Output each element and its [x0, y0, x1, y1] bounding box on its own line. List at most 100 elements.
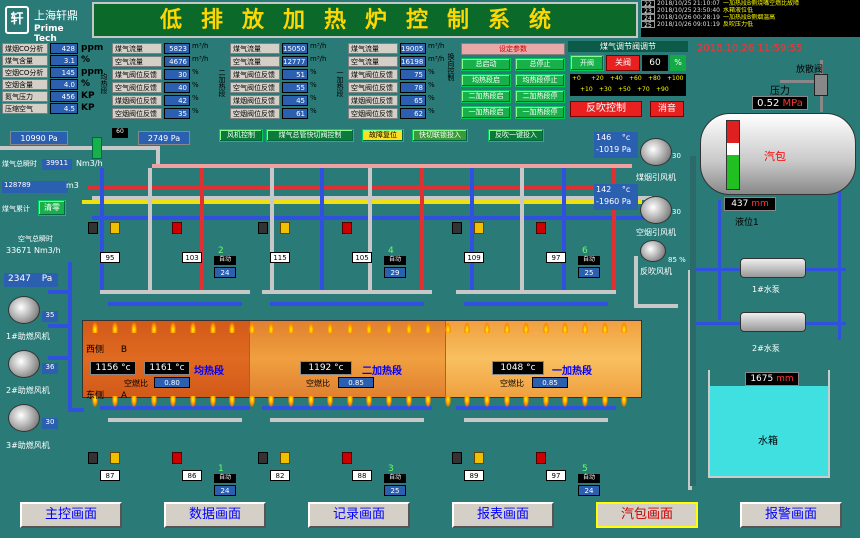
pipe-drop: [520, 168, 524, 292]
drum-pressure-label: 压力: [770, 86, 790, 97]
auto-mode-indicator[interactable]: 自动: [578, 256, 600, 265]
gas-valve-icon[interactable]: [110, 222, 120, 234]
zone-flow-label: 空烟阀位反馈: [112, 108, 162, 119]
water-tank: [708, 370, 830, 478]
flame-icon: [288, 322, 294, 333]
reverse-oneclick-button[interactable]: 反吹一键投入: [488, 129, 544, 142]
flue-valve-icon[interactable]: [342, 452, 352, 464]
reversing-control-button[interactable]: 一加热段停: [515, 106, 565, 119]
drum-pressure: 0.52 MPa: [752, 96, 808, 110]
zone-flow-unit: %: [428, 107, 435, 115]
flue-valve-icon[interactable]: [536, 222, 546, 234]
clear-total-button[interactable]: 清零: [38, 200, 66, 216]
gas-cut-valve-button[interactable]: 煤气总管快切阀控制: [266, 129, 354, 142]
flue-valve-icon[interactable]: [342, 222, 352, 234]
zone-flow-unit: %: [310, 94, 317, 102]
reversing-control-button[interactable]: 一加热段启: [461, 106, 511, 119]
valve-setpoint[interactable]: 60: [642, 55, 668, 71]
nav-button[interactable]: 汽包画面: [596, 502, 698, 528]
fan-2-icon[interactable]: [8, 350, 40, 378]
zone-flow-unit: m³/h: [428, 42, 445, 50]
reversing-control-button[interactable]: 均热段启: [461, 74, 511, 87]
close-valve-button[interactable]: 关阀: [606, 55, 640, 71]
open-valve-button[interactable]: 开阀: [570, 55, 604, 71]
auto-mode-indicator[interactable]: 自动: [384, 256, 406, 265]
flue-fan-1-readout: 146 °c-1019 Pa: [594, 132, 638, 158]
air-valve-icon[interactable]: [88, 452, 98, 464]
auto-mode-indicator[interactable]: 自动: [384, 474, 406, 483]
burner-left-value: 95: [100, 252, 120, 263]
gas-valve-pct[interactable]: 60: [112, 128, 128, 138]
air-valve-icon[interactable]: [88, 222, 98, 234]
auto-mode-indicator[interactable]: 自动: [214, 256, 236, 265]
gas-valve-icon[interactable]: [474, 222, 484, 234]
air-valve-icon[interactable]: [258, 452, 268, 464]
fan-3-icon[interactable]: [8, 404, 40, 432]
nav-button[interactable]: 数据画面: [164, 502, 266, 528]
reverse-control-button[interactable]: 反吹控制: [570, 101, 642, 117]
flame-icon: [484, 396, 490, 407]
flame-icon: [170, 322, 177, 333]
zone-flow-unit: %: [428, 68, 435, 76]
fan-2-pct: 36: [42, 363, 58, 374]
flame-icon: [190, 322, 196, 333]
flue-fan-2-icon[interactable]: [640, 196, 672, 224]
zone-flow-value: 19005: [400, 43, 426, 54]
scale-tick: +60: [629, 75, 642, 82]
flue-valve-icon[interactable]: [172, 452, 182, 464]
reversing-control-button[interactable]: 总停止: [515, 58, 565, 71]
reverse-fan-label: 反吹风机: [640, 267, 672, 276]
reverse-fan-icon[interactable]: [640, 240, 666, 262]
flue-valve-icon[interactable]: [536, 452, 546, 464]
gas-param-label: 煤气含量: [2, 55, 48, 66]
reversing-control-button[interactable]: 总启动: [461, 58, 511, 71]
air-valve-icon[interactable]: [452, 452, 462, 464]
air-valve-icon[interactable]: [258, 222, 268, 234]
nav-button[interactable]: 报表画面: [452, 502, 554, 528]
nav-button[interactable]: 报警画面: [740, 502, 842, 528]
fast-cut-interlock-button[interactable]: 快切联锁投入: [412, 129, 468, 142]
reversing-control-button[interactable]: 均热段停止: [515, 74, 565, 87]
zone-flow-unit: %: [310, 81, 317, 89]
gas-valve-icon[interactable]: [110, 452, 120, 464]
pink-header-pipe: [152, 164, 632, 168]
gas-valve-icon[interactable]: [280, 222, 290, 234]
gas-valve-icon[interactable]: [280, 452, 290, 464]
flame-icon: [542, 396, 549, 407]
zone2-afr-label: 空燃比: [306, 379, 330, 388]
pipe-drop: [470, 168, 474, 292]
reversing-control-button[interactable]: 二加热段停: [515, 90, 565, 103]
pump-1-icon[interactable]: [740, 258, 806, 278]
air-valve-icon[interactable]: [452, 222, 462, 234]
fan-1-icon[interactable]: [8, 296, 40, 324]
burner-left-value: 115: [270, 252, 290, 263]
pipe-drop: [320, 168, 324, 292]
gas-regulator-panel: 煤气调节阀调节 开阀 关阀 60 % +0+20+40+60+80+100+10…: [568, 41, 688, 121]
pump-2-label: 2#水泵: [752, 344, 780, 353]
nav-button[interactable]: 主控画面: [20, 502, 122, 528]
auto-mode-indicator[interactable]: 自动: [214, 474, 236, 483]
set-params-button[interactable]: 设定参数: [461, 43, 565, 55]
burner-right-value: 97: [546, 252, 566, 263]
vent-valve-icon[interactable]: [814, 74, 828, 96]
reversing-control-button[interactable]: 二加热段启: [461, 90, 511, 103]
zone-flow-label: 煤烟阀位反馈: [230, 95, 280, 106]
silence-button[interactable]: 消音: [650, 101, 684, 117]
flue-valve-icon[interactable]: [172, 222, 182, 234]
zone-side-label: 二加热段: [218, 69, 226, 97]
flue-fan-1-icon[interactable]: [640, 138, 672, 166]
gas-valve-icon[interactable]: [474, 452, 484, 464]
fault-reset-button[interactable]: 故障复位: [362, 129, 404, 142]
company-name-en: Prime Tech: [34, 24, 64, 44]
pump-2-icon[interactable]: [740, 312, 806, 332]
nav-button[interactable]: 记录画面: [308, 502, 410, 528]
auto-mode-indicator[interactable]: 自动: [578, 474, 600, 483]
flame-icon: [307, 396, 314, 407]
fan-control-button[interactable]: 风机控制: [219, 129, 263, 142]
gas-cut-valve-icon[interactable]: [92, 137, 102, 159]
